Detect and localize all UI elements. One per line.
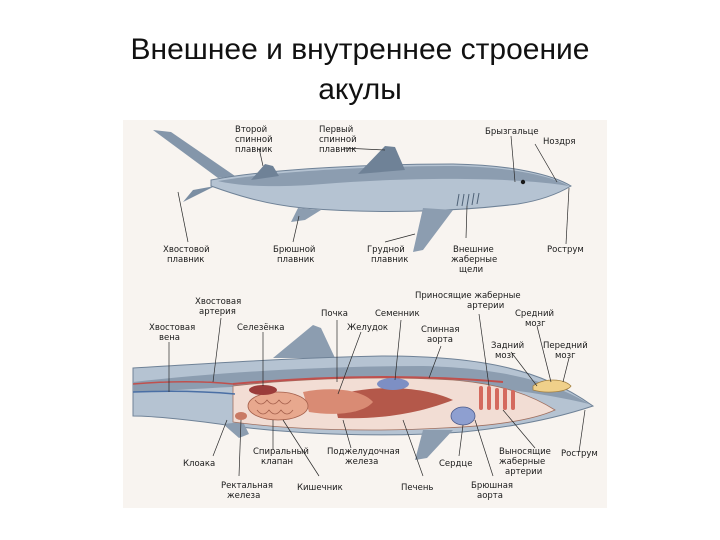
label-gill-slits: Внешние жаберные щели bbox=[451, 245, 500, 275]
label-ventral-aorta: Брюшная аорта bbox=[471, 481, 516, 501]
label-caudal-artery: Хвостовая артерия bbox=[195, 297, 244, 317]
label-pectoral-fin: Грудной плавник bbox=[367, 245, 408, 265]
label-stomach: Желудок bbox=[347, 323, 388, 333]
pectoral-fin bbox=[413, 208, 453, 252]
label-spiral-valve: Спиральный клапан bbox=[253, 447, 312, 467]
shark-diagram-svg: Второй спинной плавник Первый спинной пл… bbox=[123, 120, 607, 508]
label-spiracle: Брызгальце bbox=[485, 127, 539, 137]
pelvic-fin bbox=[291, 208, 321, 222]
label-rectal-gland: Ректальная железа bbox=[221, 481, 276, 501]
label-cloaca: Клоака bbox=[183, 459, 215, 469]
shark-eye bbox=[521, 180, 525, 184]
spleen-organ bbox=[249, 385, 277, 395]
label-nostril: Ноздря bbox=[543, 137, 576, 147]
label-dorsal-aorta: Спинная аорта bbox=[421, 325, 462, 345]
label-efferent-arteries: Выносящие жаберные артерии bbox=[499, 447, 554, 477]
label-spleen: Селезёнка bbox=[237, 323, 284, 333]
testis-organ bbox=[377, 378, 409, 390]
first-dorsal-fin bbox=[358, 146, 405, 174]
title-line-1: Внешнее и внутреннее строение bbox=[0, 30, 720, 70]
label-rostrum-bottom: Рострум bbox=[561, 449, 598, 459]
label-pancreas: Поджелудочная железа bbox=[327, 447, 403, 467]
label-forebrain: Передний мозг bbox=[543, 341, 590, 361]
external-shark bbox=[153, 130, 571, 252]
label-liver: Печень bbox=[401, 483, 433, 493]
caudal-fin-lower bbox=[183, 186, 215, 202]
label-hindbrain: Задний мозг bbox=[491, 341, 527, 361]
heart-organ bbox=[451, 407, 475, 425]
label-afferent-arteries: Приносящие жаберные артерии bbox=[415, 291, 523, 311]
rectal-gland-organ bbox=[235, 412, 247, 420]
slide-title: Внешнее и внутреннее строение акулы bbox=[0, 30, 720, 110]
label-rostrum-top: Рострум bbox=[547, 245, 584, 255]
label-pelvic-fin: Брюшной плавник bbox=[273, 245, 318, 265]
label-midbrain: Средний мозг bbox=[515, 309, 557, 329]
intestine-organ bbox=[248, 392, 308, 420]
label-heart: Сердце bbox=[439, 459, 472, 469]
label-caudal-vein: Хвостовая вена bbox=[149, 323, 198, 343]
label-intestine: Кишечник bbox=[297, 483, 343, 493]
label-testis: Семенник bbox=[375, 309, 420, 319]
label-caudal-fin: Хвостовой плавник bbox=[163, 245, 212, 265]
shark-illustration: Второй спинной плавник Первый спинной пл… bbox=[123, 120, 607, 508]
title-line-2: акулы bbox=[0, 70, 720, 110]
label-kidney: Почка bbox=[321, 309, 348, 319]
label-first-dorsal: Первый спинной плавник bbox=[319, 125, 359, 155]
caudal-fin-upper bbox=[153, 130, 235, 178]
label-second-dorsal: Второй спинной плавник bbox=[235, 125, 275, 155]
